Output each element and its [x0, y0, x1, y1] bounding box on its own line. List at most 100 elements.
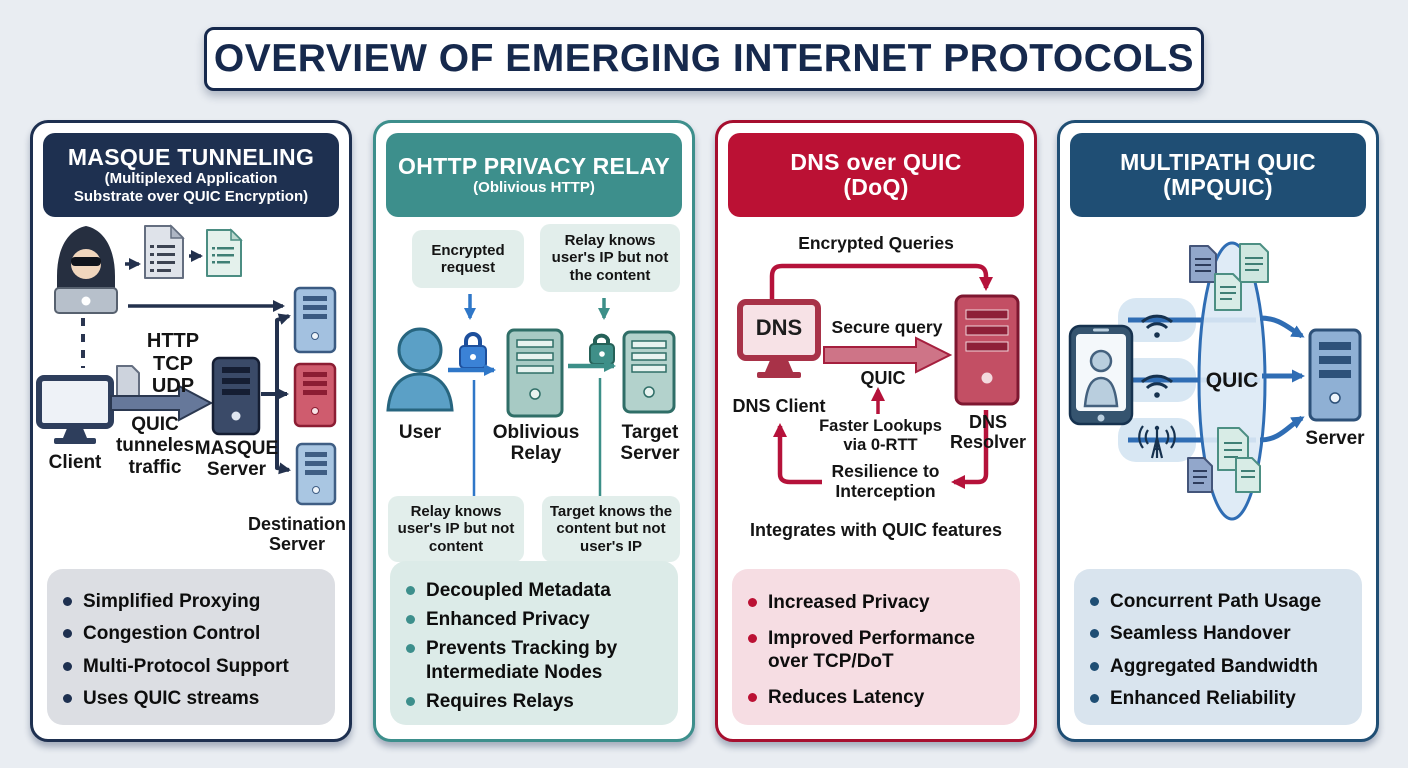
mpquic-subtitle: (MPQUIC) — [1163, 174, 1273, 200]
doq-title: DNS over QUIC — [790, 148, 962, 175]
mpquic-diagram-graphic — [1068, 241, 1362, 521]
bullet-dot — [63, 661, 72, 671]
mpquic-header: MULTIPATH QUIC (MPQUIC) — [1070, 133, 1366, 217]
list-item: Increased Privacy — [748, 591, 1010, 614]
document-small-icon — [116, 365, 140, 397]
page-title: OVERVIEW OF EMERGING INTERNET PROTOCOLS — [213, 37, 1195, 80]
list-item: Concurrent Path Usage — [1090, 590, 1352, 613]
encrypted-queries-arrow — [769, 263, 993, 316]
list-item: Requires Relays — [406, 690, 668, 713]
callout-encrypted-request: Encrypted request — [412, 230, 524, 288]
dns-resolver-server-icon — [954, 294, 1020, 406]
ohttp-diagram-graphic — [386, 294, 676, 496]
quic-label: QUIC — [860, 368, 906, 388]
masque-server-icon — [211, 356, 261, 436]
blue-server-top-icon — [293, 286, 337, 354]
ohttp-bullets-box: Decoupled Metadata Enhanced Privacy Prev… — [390, 561, 678, 725]
user-label: User — [398, 422, 442, 443]
callout-relay-bottom: Relay knows user's IP but not content — [388, 496, 524, 562]
bullet-dot — [1090, 629, 1099, 639]
panel-ohttp: OHTTP PRIVACY RELAY (Oblivious HTTP) — [373, 120, 695, 742]
mpquic-diagram: QUIC Server — [1060, 218, 1376, 568]
panel-mpquic: MULTIPATH QUIC (MPQUIC) — [1057, 120, 1379, 742]
secure-query-arrow — [823, 336, 953, 374]
document-teal-icon — [1214, 273, 1242, 311]
document-teal-icon — [206, 228, 243, 277]
red-server-icon — [293, 362, 337, 428]
ohttp-title: OHTTP PRIVACY RELAY — [398, 152, 670, 179]
list-item: Reduces Latency — [748, 686, 1010, 709]
bullet-dot — [63, 693, 72, 703]
document-blue-icon — [1187, 457, 1213, 493]
cell-tower-icon — [1138, 425, 1176, 459]
client-label: Client — [48, 452, 102, 473]
panel-masque: MASQUE TUNNELING (Multiplexed Applicatio… — [30, 120, 352, 742]
list-item: Uses QUIC streams — [63, 687, 325, 710]
document-teal-icon — [1235, 457, 1261, 493]
doq-diagram: Encrypted Queries DNS DNS Client Secure … — [718, 218, 1034, 568]
doq-diagram-graphic — [737, 263, 1020, 489]
integrates-label: Integrates with QUIC features — [749, 520, 1003, 540]
ohttp-header: OHTTP PRIVACY RELAY (Oblivious HTTP) — [386, 133, 682, 217]
document-gray-icon — [144, 224, 185, 279]
destination-server-icon — [295, 442, 337, 506]
wifi-icon — [1140, 374, 1174, 398]
bullet-dot — [1090, 693, 1099, 703]
encrypted-queries-label: Encrypted Queries — [798, 233, 954, 253]
branch-arrow-bottom — [261, 392, 291, 475]
server-icon — [1308, 328, 1362, 422]
list-item: Multi-Protocol Support — [63, 655, 325, 678]
oblivious-relay-server-icon — [506, 328, 564, 418]
return-arrow-left — [773, 423, 822, 485]
bullet-dot — [748, 633, 757, 643]
masque-diagram-graphic — [36, 224, 337, 506]
masque-header: MASQUE TUNNELING (Multiplexed Applicatio… — [43, 133, 339, 217]
bullet-dot — [748, 597, 757, 607]
bullet-dot — [406, 615, 415, 625]
bullet-dot — [63, 629, 72, 639]
page-title-box: OVERVIEW OF EMERGING INTERNET PROTOCOLS — [204, 27, 1204, 91]
list-item: Enhanced Reliability — [1090, 687, 1352, 710]
doq-subtitle: (DoQ) — [843, 174, 909, 200]
bullet-dot — [406, 696, 415, 706]
user-icon — [386, 327, 454, 412]
smartphone-icon — [1068, 324, 1134, 426]
masque-title: MASQUE TUNNELING — [67, 143, 315, 170]
mpquic-title: MULTIPATH QUIC — [1120, 148, 1316, 175]
client-monitor-icon — [36, 375, 114, 444]
lock-teal-icon — [589, 333, 615, 365]
document-teal-icon — [1239, 243, 1269, 283]
branch-arrow-top — [261, 313, 291, 396]
dns-client-monitor-icon — [737, 299, 821, 378]
panel-doq: DNS over QUIC (DoQ) — [715, 120, 1037, 742]
hacker-icon — [54, 226, 118, 314]
dns-client-label: DNS Client — [732, 396, 826, 416]
bullet-dot — [748, 693, 757, 703]
list-item: Enhanced Privacy — [406, 608, 668, 631]
wifi-icon — [1140, 314, 1174, 338]
arrow-to-server-top — [1259, 315, 1305, 339]
return-arrow-right — [951, 410, 989, 489]
masque-subtitle-line2: Substrate over QUIC Encryption) — [73, 187, 309, 205]
list-item: Congestion Control — [63, 622, 325, 645]
list-item: Decoupled Metadata — [406, 579, 668, 602]
secure-query-label: Secure query — [831, 317, 943, 337]
masque-subtitle-line1: (Multiplexed Application — [104, 169, 278, 187]
callout-relay-knows-ip: Relay knows user's IP but not the conten… — [540, 224, 680, 292]
quic-ellipse-label: QUIC — [1205, 369, 1259, 392]
target-server-icon — [622, 330, 676, 414]
arrow-client-to-masque — [110, 384, 214, 422]
bullet-dot — [63, 597, 72, 607]
lock-blue-icon — [459, 332, 487, 369]
ohttp-diagram: Encrypted request Relay knows user's IP … — [376, 218, 692, 568]
list-item: Seamless Handover — [1090, 622, 1352, 645]
